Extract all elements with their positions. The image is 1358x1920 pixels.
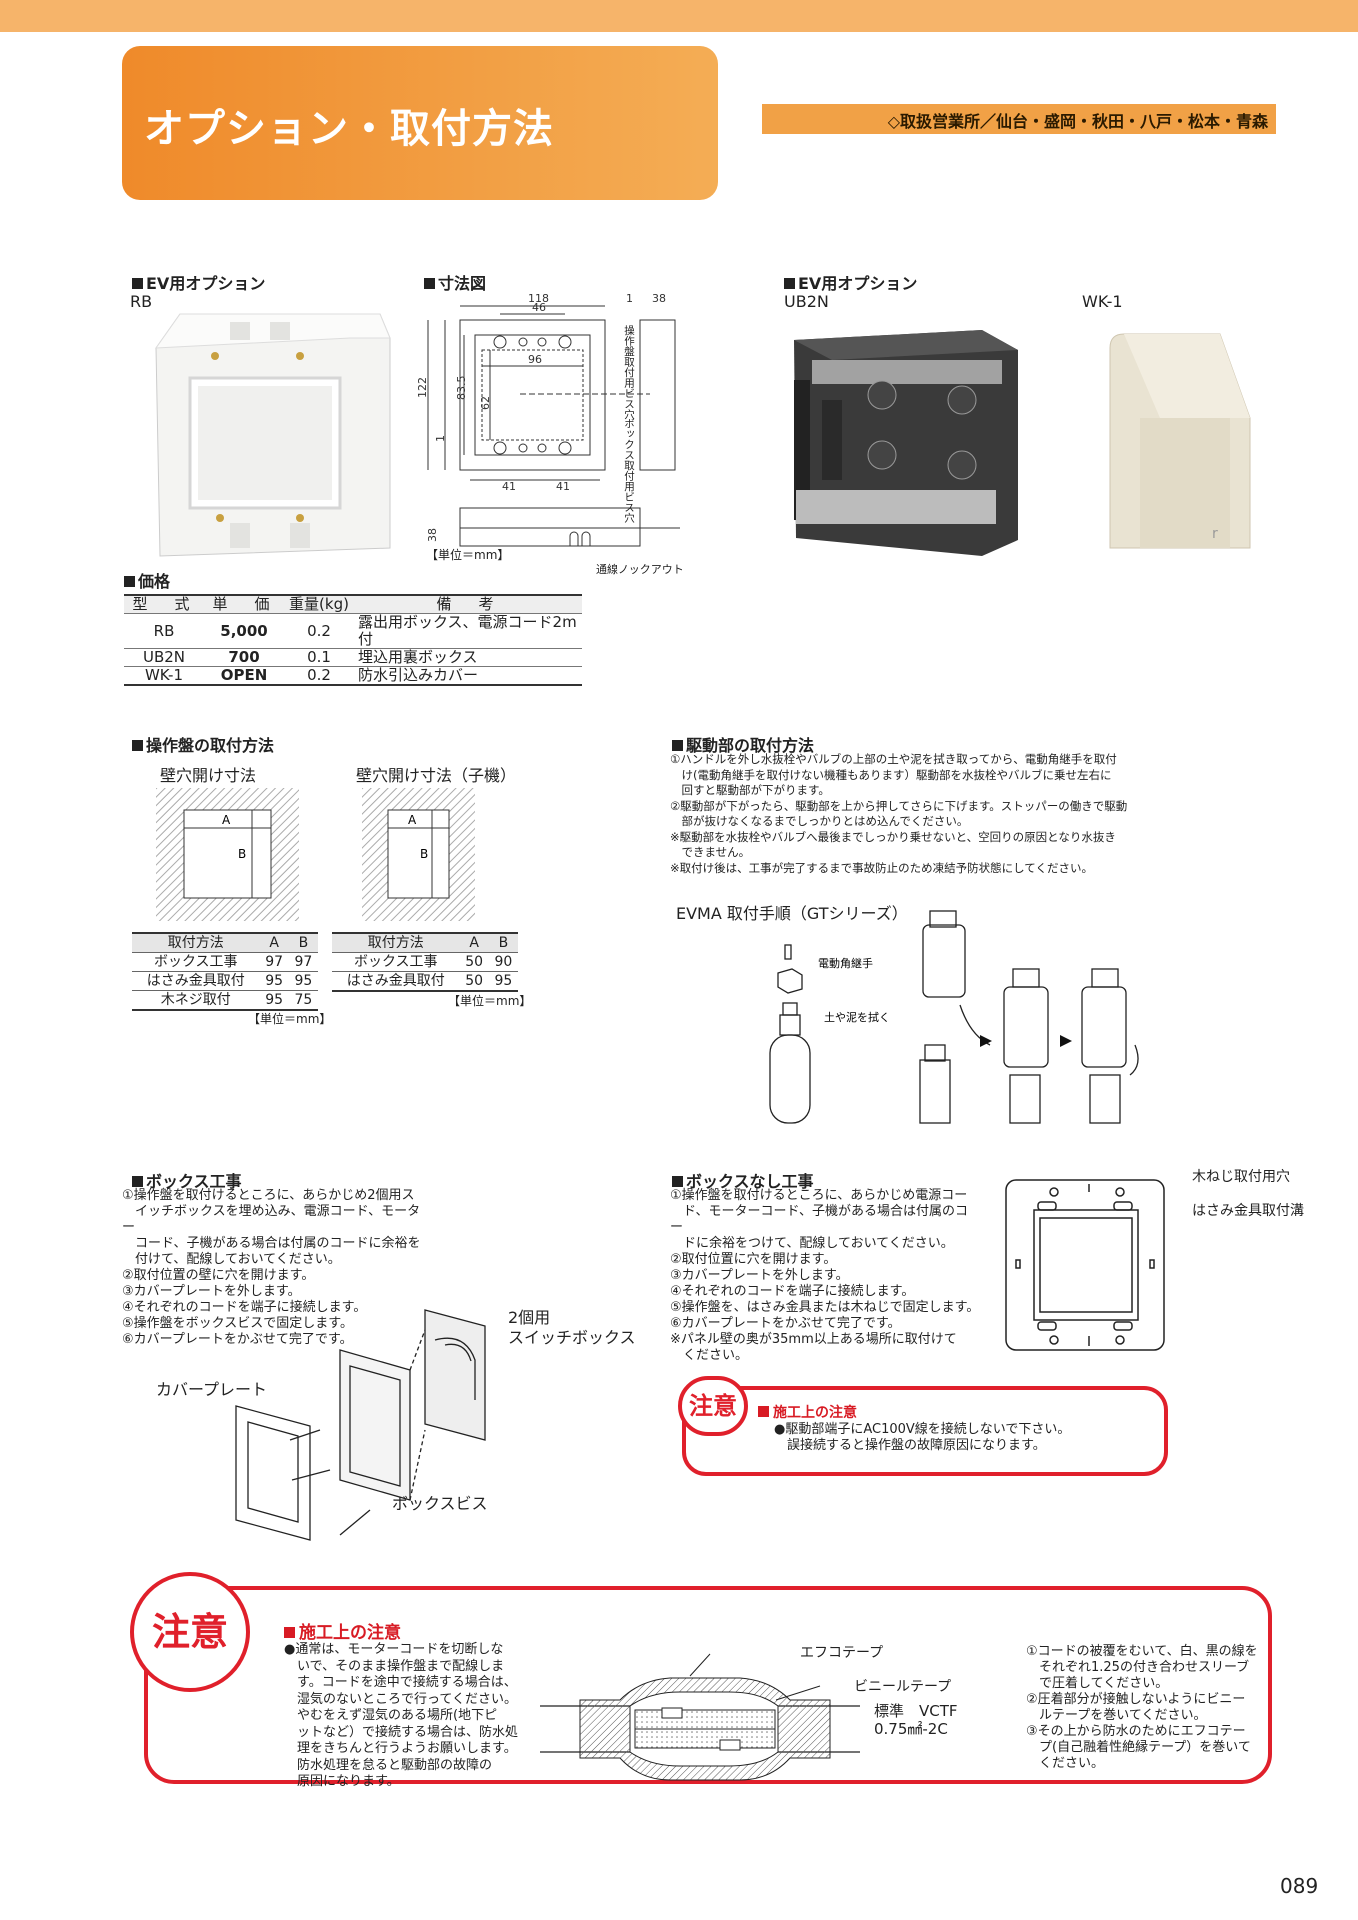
dim-38b: 38 (426, 528, 439, 542)
hole-sub-label-a: A (408, 813, 417, 827)
no-box-plate-diagram (1005, 1179, 1165, 1351)
wood-screw-hole-label: 木ねじ取付用穴 (1192, 1169, 1290, 1185)
caution-small-text: ●駆動部端子にAC100V線を接続しないで下さい。 誤接続すると操作盤の故障原因… (774, 1422, 1071, 1453)
no-box-work-text: ①操作盤を取付けるところに、あらかじめ電源コー ド、モーターコード、子機がある場… (670, 1188, 980, 1363)
price-col-weight: 重量(kg) (284, 594, 354, 614)
dim-note-screw1: 操作盤取付用ビス穴 (623, 325, 635, 420)
price-col-model: 型 式 (124, 594, 204, 614)
dim-83-5: 83.5 (455, 376, 468, 401)
rb-heading: EV用オプション (132, 270, 265, 294)
hole-label-a: A (222, 813, 231, 827)
dim-62: 62 (479, 396, 492, 410)
dim-46: 46 (532, 301, 546, 314)
panel-unit-2: 【単位＝mm】 (448, 994, 532, 1008)
clamp-groove-label: はさみ金具取付溝 (1192, 1203, 1304, 1219)
caution-small-box (682, 1386, 1168, 1476)
dim-118: 118 (528, 292, 549, 305)
wall-hole-diagram-sub: A B (362, 788, 475, 921)
drive-mount-text: ①ハンドルを外し水抜栓やバルブの上部の土や泥を拭き取ってから、電動角継手を取付 … (670, 752, 1128, 875)
dim-96: 96 (528, 353, 542, 366)
evma-procedure-diagram: 電動角継手 土や泥を拭く (769, 910, 1139, 1124)
caution-small-heading: 施工上の注意 (758, 1402, 857, 1422)
dim-1b: 1 (434, 435, 447, 442)
caution-big-right-text: ①コードの被覆をむいて、白、黒の線を それぞれ1.25の付き合わせスリーブ で圧… (1026, 1644, 1258, 1771)
dim-knockout: 通線ノックアウト (596, 563, 684, 576)
svg-text:r: r (1212, 526, 1218, 542)
hole-label-b: B (238, 847, 246, 861)
page-title-box: オプション・取付方法 (122, 46, 718, 200)
panel-mount-heading: 操作盤の取付方法 (132, 732, 274, 756)
price-col-note: 備 考 (354, 594, 582, 614)
procedure-title: EVMA 取付手順（GTシリーズ） (676, 904, 908, 923)
ub2n-heading: EV用オプション (784, 270, 917, 294)
rb-box-image (154, 313, 391, 557)
dim-122: 122 (416, 377, 429, 398)
top-color-band (0, 0, 1358, 32)
dim-41a: 41 (502, 480, 516, 493)
label-joint: 電動角継手 (818, 956, 873, 970)
box-work-heading: ボックス工事 (132, 1168, 242, 1192)
ub2n-model: UB2N (784, 292, 829, 311)
rb-model: RB (130, 292, 153, 311)
offices-banner: ◇取扱営業所／仙台・盛岡・秋田・八戸・松本・青森 (762, 104, 1276, 134)
box-work-text: ①操作盤を取付けるところに、あらかじめ2個用ス イッチボックスを埋め込み、電源コ… (122, 1188, 421, 1347)
box-screw-label: ボックスビス (392, 1494, 488, 1513)
caution-small-badge: 注意 (678, 1376, 748, 1436)
price-heading: 価格 (124, 568, 170, 592)
cable-splice-diagram (540, 1653, 860, 1781)
caution-big-left-text: ●通常は、モーターコードを切断しな いで、そのまま操作盤まで配線しま す。コード… (284, 1642, 519, 1789)
dimension-drawing: 118 46 1 38 96 122 83.5 62 41 41 1 38 (416, 292, 680, 547)
label-wipe: 土や泥を拭く (824, 1010, 890, 1024)
cover-plate-label: カバープレート (156, 1380, 268, 1399)
dim-note-screw2: ボックス取付用ビス穴 (623, 418, 635, 523)
page-number: 089 (1280, 1874, 1319, 1898)
panel-mount-sub1: 壁穴開け寸法 (160, 766, 257, 785)
dim-unit: 【単位＝mm】 (426, 548, 510, 562)
box-work-diagram (235, 1309, 486, 1541)
panel-mount-sub2: 壁穴開け寸法（子機） (356, 766, 517, 785)
wk1-model: WK-1 (1082, 292, 1123, 311)
no-box-work-heading: ボックスなし工事 (672, 1168, 814, 1192)
hole-sub-label-b: B (420, 847, 428, 861)
vinyl-tape-label: ビニールテープ (854, 1679, 952, 1695)
panel-unit-1: 【単位＝mm】 (248, 1012, 332, 1026)
caution-big-heading: 施工上の注意 (284, 1618, 401, 1643)
dim-38a: 38 (652, 292, 666, 305)
dimension-heading: 寸法図 (424, 270, 486, 294)
drive-mount-heading: 駆動部の取付方法 (672, 732, 814, 756)
dim-41b: 41 (556, 480, 570, 493)
caution-big-badge: 注意 (130, 1572, 250, 1692)
switchbox-label: 2個用スイッチボックス (508, 1308, 636, 1347)
wk1-cover-image: r (1109, 333, 1251, 549)
ub2n-box-image (794, 330, 1018, 556)
price-col-price: 単 価 (204, 594, 284, 614)
caution-big-box (144, 1586, 1272, 1784)
dim-1a: 1 (626, 292, 633, 305)
efco-tape-label: エフコテープ (800, 1645, 884, 1661)
wall-hole-diagram: A B (156, 788, 299, 921)
page-title: オプション・取付方法 (144, 106, 554, 152)
